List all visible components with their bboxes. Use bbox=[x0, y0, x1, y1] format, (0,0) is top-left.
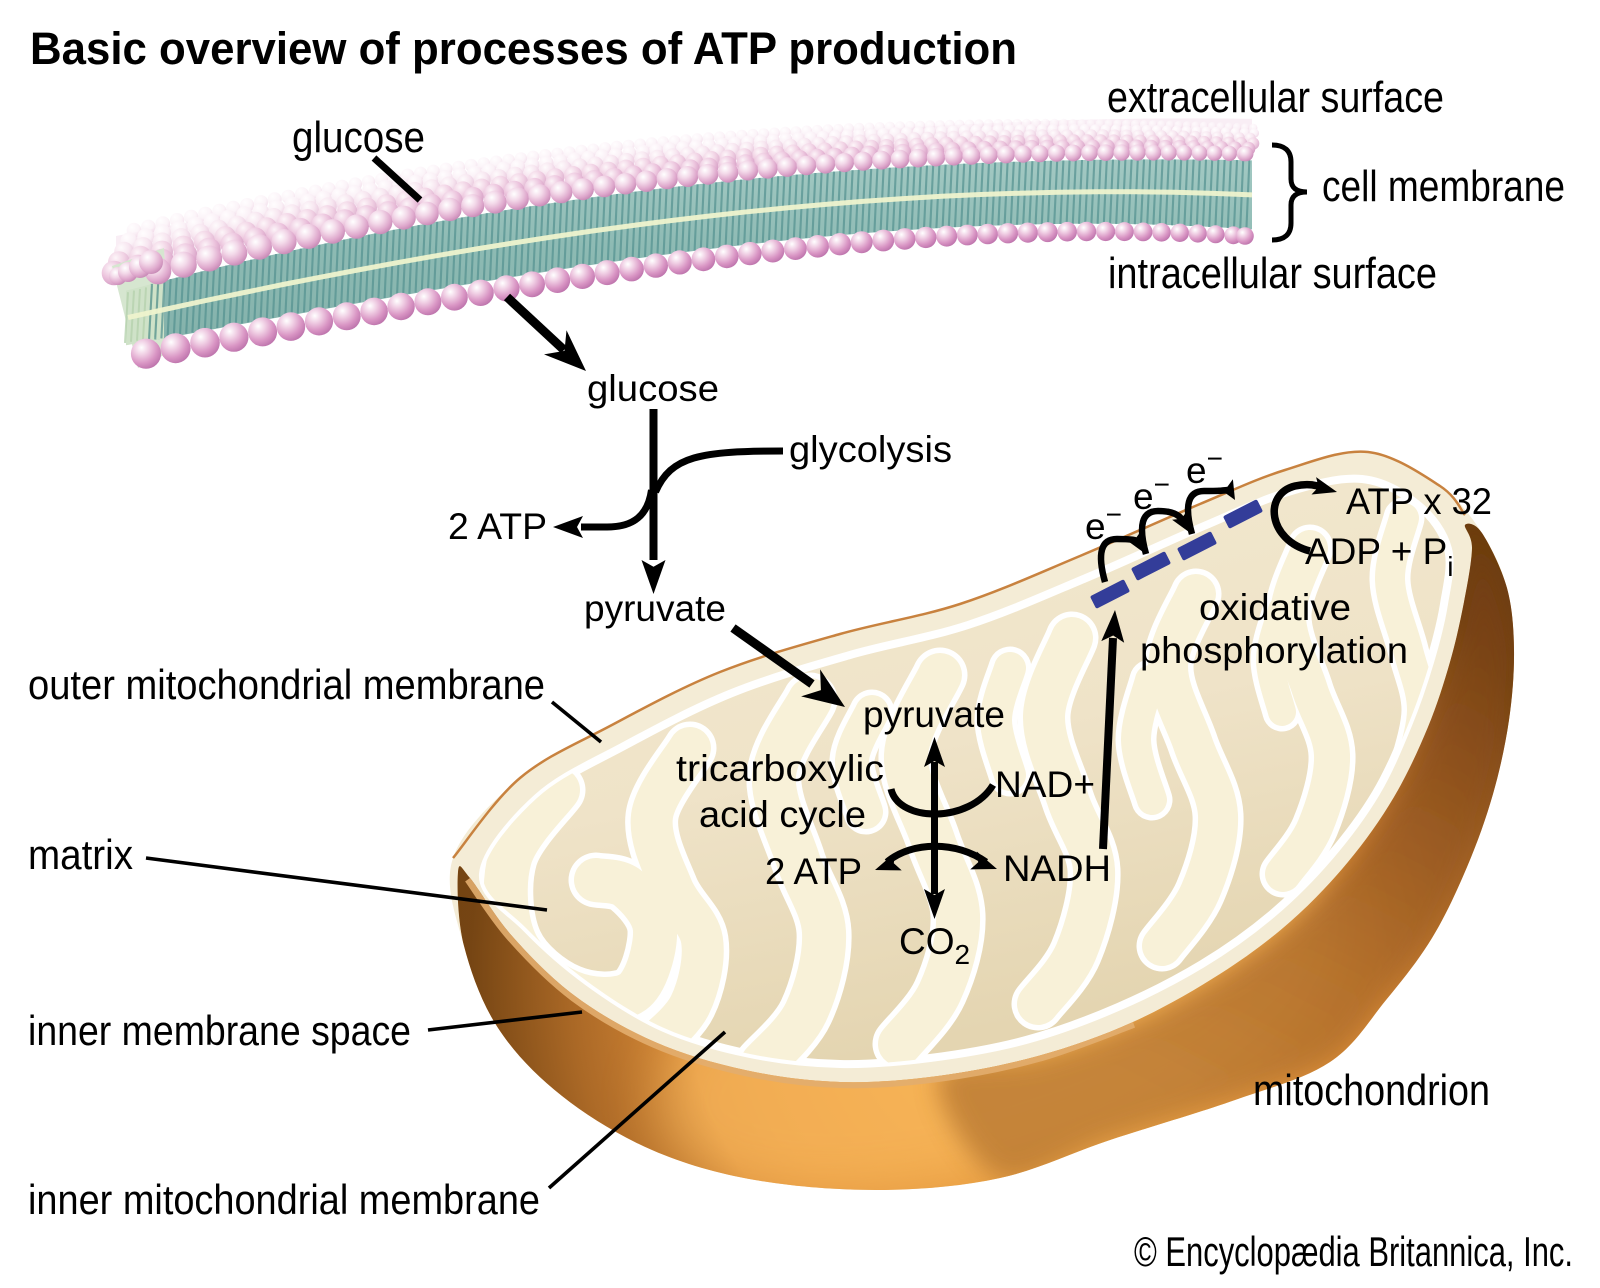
svg-text:mitochondrion: mitochondrion bbox=[1253, 1066, 1490, 1115]
svg-text:pyruvate: pyruvate bbox=[863, 694, 1005, 735]
svg-text:outer mitochondrial membrane: outer mitochondrial membrane bbox=[28, 661, 545, 708]
svg-text:tricarboxylic: tricarboxylic bbox=[676, 748, 884, 789]
svg-text:matrix: matrix bbox=[28, 831, 133, 878]
svg-text:phosphorylation: phosphorylation bbox=[1140, 630, 1408, 671]
svg-text:cell membrane: cell membrane bbox=[1322, 162, 1565, 211]
svg-text:inner mitochondrial membrane: inner mitochondrial membrane bbox=[28, 1176, 540, 1223]
svg-text:inner membrane space: inner membrane space bbox=[28, 1007, 411, 1054]
svg-text:© Encyclopædia Britannica, Inc: © Encyclopædia Britannica, Inc. bbox=[1134, 1228, 1573, 1275]
svg-text:ATP x 32: ATP x 32 bbox=[1346, 481, 1492, 522]
svg-text:extracellular surface: extracellular surface bbox=[1107, 73, 1444, 122]
svg-text:acid cycle: acid cycle bbox=[699, 794, 866, 835]
svg-text:e−: e− bbox=[1085, 499, 1122, 547]
svg-text:Basic overview of processes of: Basic overview of processes of ATP produ… bbox=[30, 23, 1017, 74]
svg-text:glucose: glucose bbox=[292, 113, 425, 162]
svg-text:pyruvate: pyruvate bbox=[584, 588, 726, 629]
svg-text:2 ATP: 2 ATP bbox=[448, 506, 547, 547]
svg-text:oxidative: oxidative bbox=[1199, 587, 1351, 628]
svg-text:glycolysis: glycolysis bbox=[789, 429, 952, 470]
svg-text:NAD+: NAD+ bbox=[995, 764, 1095, 805]
svg-text:NADH: NADH bbox=[1003, 848, 1111, 889]
svg-text:2 ATP: 2 ATP bbox=[765, 851, 862, 892]
svg-text:glucose: glucose bbox=[587, 368, 719, 409]
svg-text:intracellular surface: intracellular surface bbox=[1108, 249, 1437, 298]
